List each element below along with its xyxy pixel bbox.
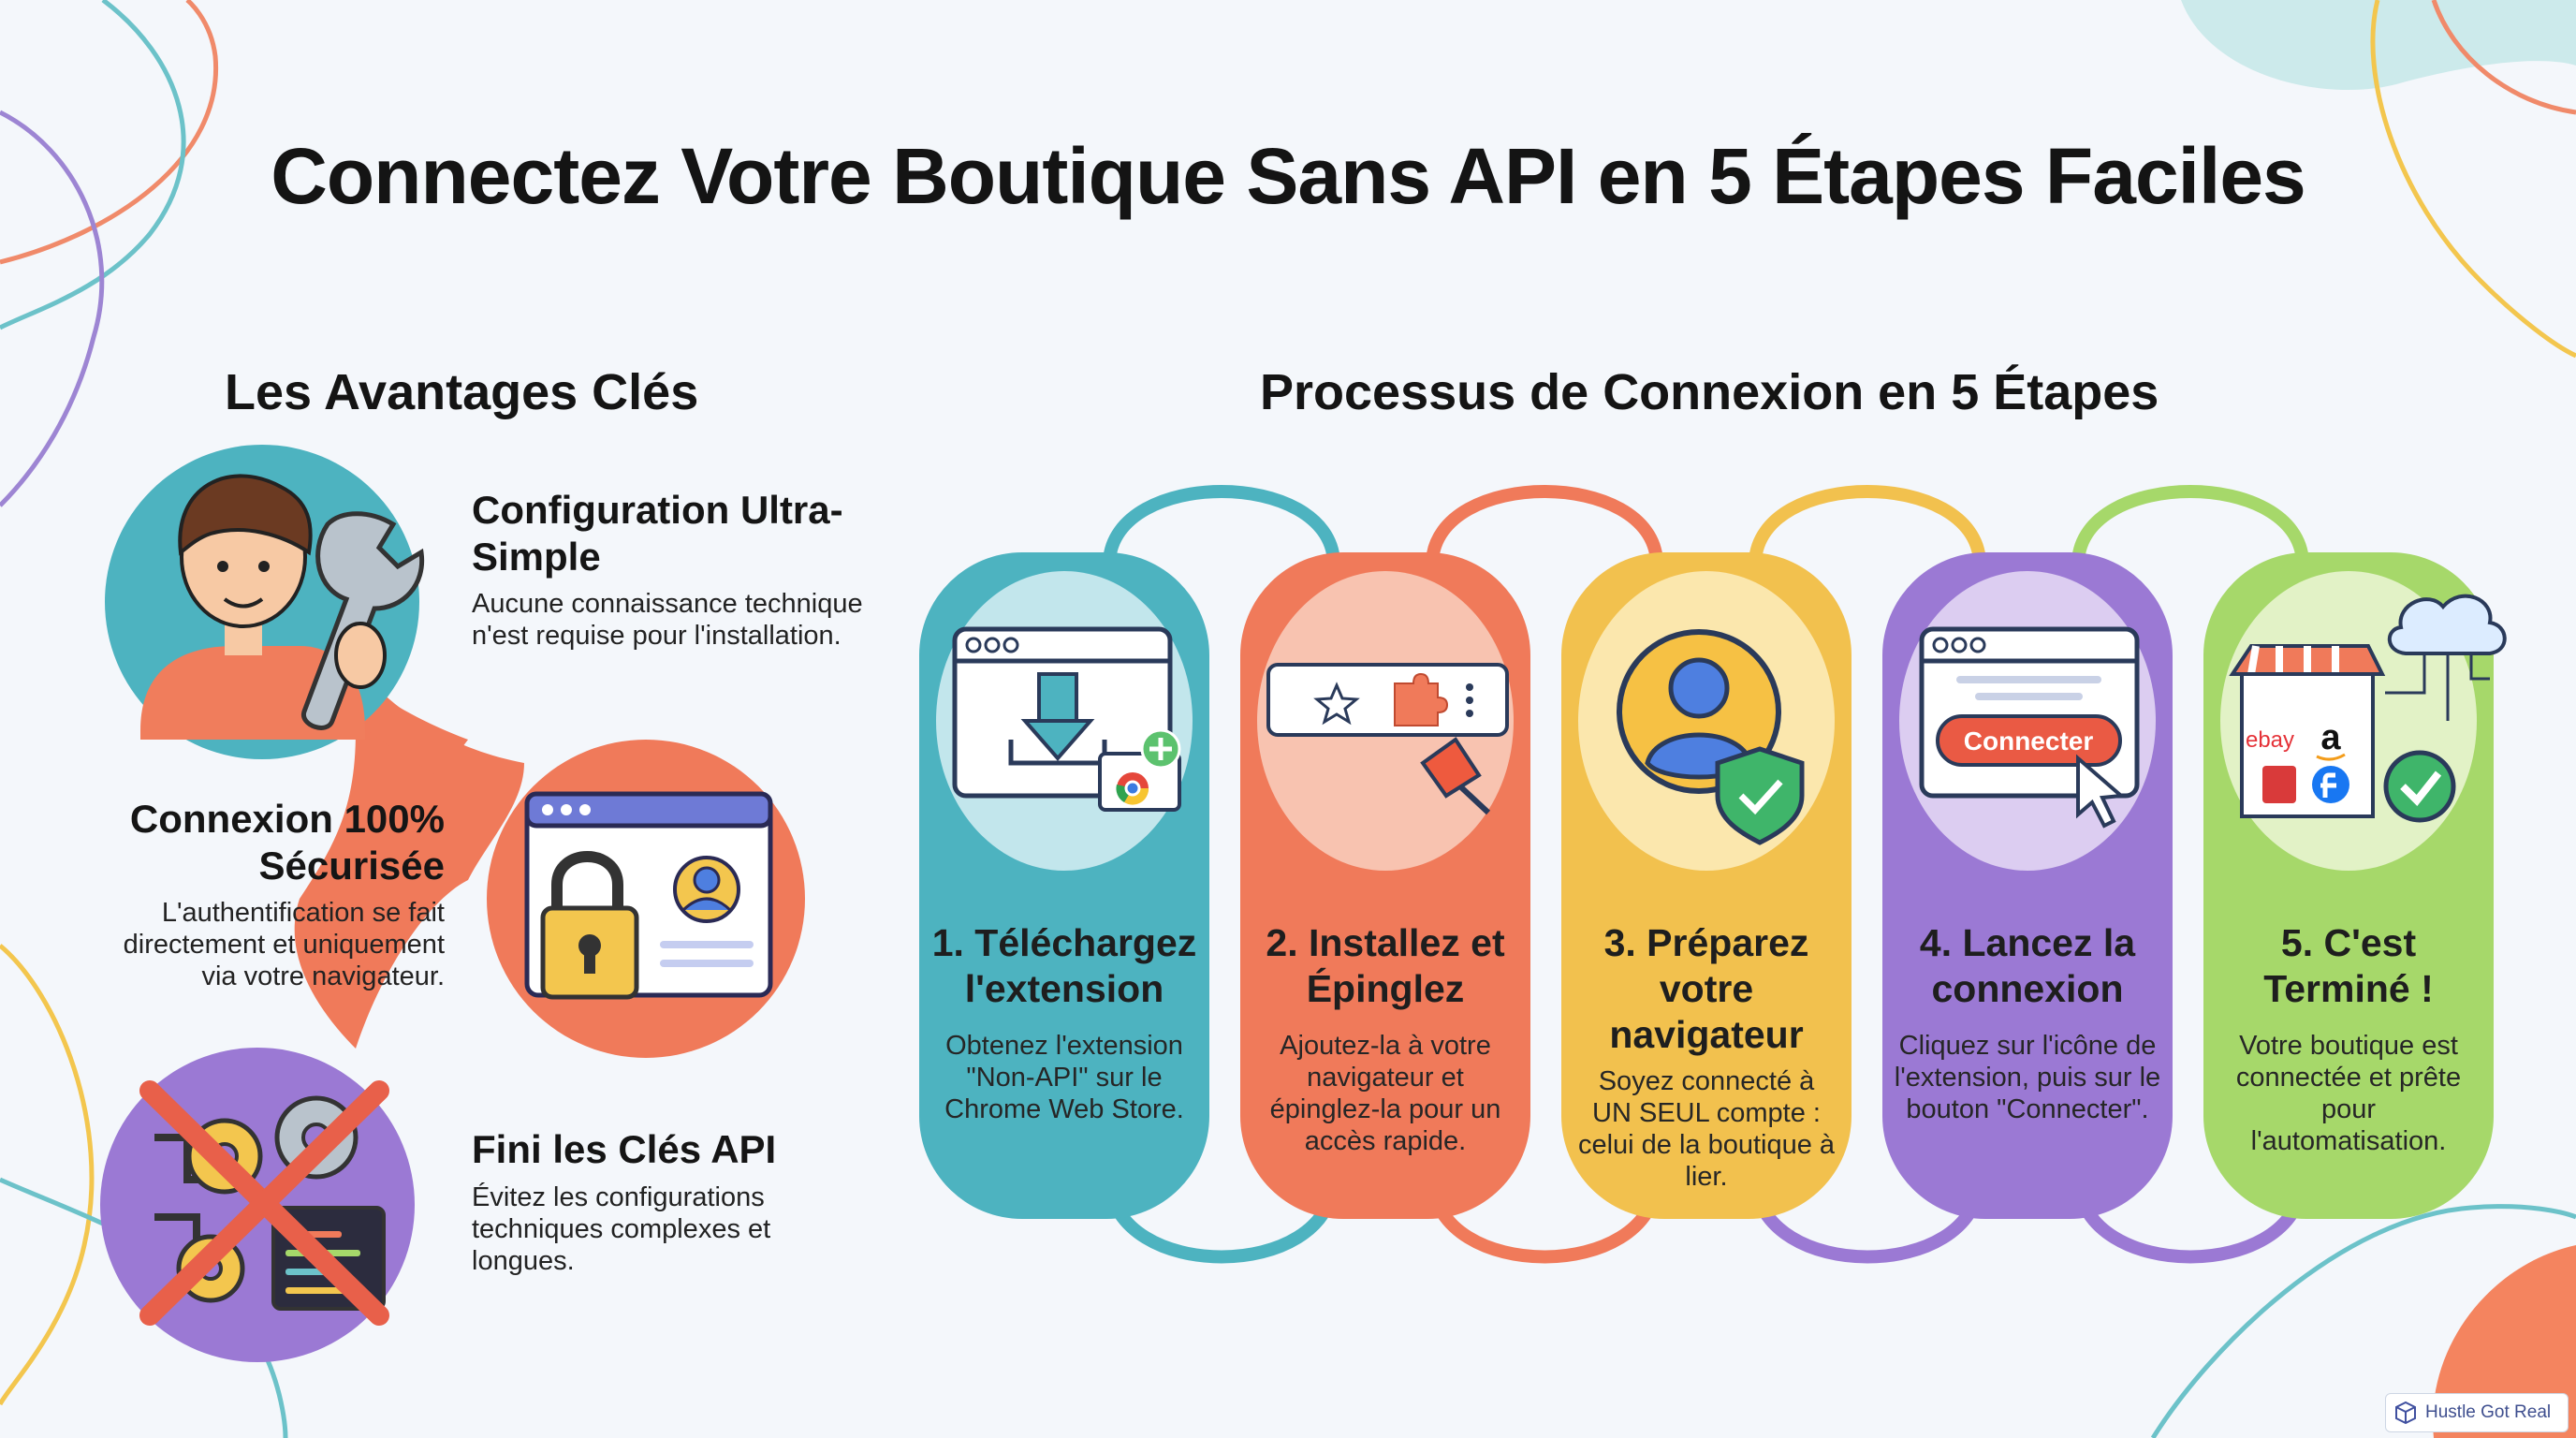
cross-out-icon [139,1080,389,1326]
browser-connect-icon [1919,626,2140,799]
step-description-3: Soyez connecté à UN SEUL compte : celui … [1577,1066,1836,1192]
step-title-1: 1. Téléchargez l'extension [931,921,1197,1010]
store-sync-icon: ebay a [2229,594,2507,823]
user-shield-icon [1617,629,1805,845]
step-title-3: 3. Préparez votre navigateur [1603,921,1809,1056]
step-connector-top-2 [1426,485,1663,563]
secure-login-illustration [487,740,805,1058]
connect-button-label: Connecter [1964,726,2094,756]
step-description-1: Obtenez l'extension "Non-API" sur le Chr… [944,1031,1184,1124]
connect-button: Connecter [1936,714,2122,767]
amazon-logo: a [2320,718,2341,757]
step-connector-top-4 [2071,485,2309,563]
cube-icon [2395,1401,2416,1425]
advantage-description-2: L'authentification se fait directement e… [123,898,445,991]
step-description-5: Votre boutique est connectée et prête po… [2235,1031,2462,1156]
step-description-2: Ajoutez-la à votre navigateur et épingle… [1269,1031,1501,1156]
advantage-description-3: Évitez les configurations techniques com… [472,1182,771,1276]
extension-pin-icon [1266,663,1509,815]
step-title-5: 5. C'est Terminé ! [2263,921,2434,1010]
advantages-graphic [100,445,805,1362]
step-title-2: 2. Installez et Épinglez [1266,921,1505,1010]
ebay-logo: ebay [2246,727,2294,753]
padlock-icon [540,851,639,1000]
advantage-description-1: Aucune connaissance technique n'est requ… [472,589,863,651]
advantage-title-1: Configuration Ultra-Simple [472,488,843,579]
process-heading: Processus de Connexion en 5 Étapes [1260,364,2159,420]
check-icon [2383,750,2456,823]
wrench-icon [301,511,425,730]
watermark-text: Hustle Got Real [2425,1402,2552,1422]
step-connector-top-1 [1103,485,1340,563]
step-connector-top-3 [1749,485,1986,563]
process-graphic: Connecter ebay a [919,485,2507,1264]
shop-logo-icon [2262,766,2296,803]
advantage-title-2: Connexion 100% Sécurisée [129,797,445,888]
step-title-4: 4. Lancez la connexion [1919,921,2136,1010]
download-icon [952,626,1181,812]
step-description-4: Cliquez sur l'icône de l'extension, puis… [1894,1031,2161,1124]
advantage-title-3: Fini les Clés API [472,1127,777,1171]
advantages-heading: Les Avantages Clés [225,364,699,420]
main-title: Connectez Votre Boutique Sans API en 5 É… [271,132,2306,220]
cursor-icon [2076,754,2126,829]
cloud-icon [2387,594,2507,655]
watermark-badge: Hustle Got Real [2385,1393,2569,1432]
